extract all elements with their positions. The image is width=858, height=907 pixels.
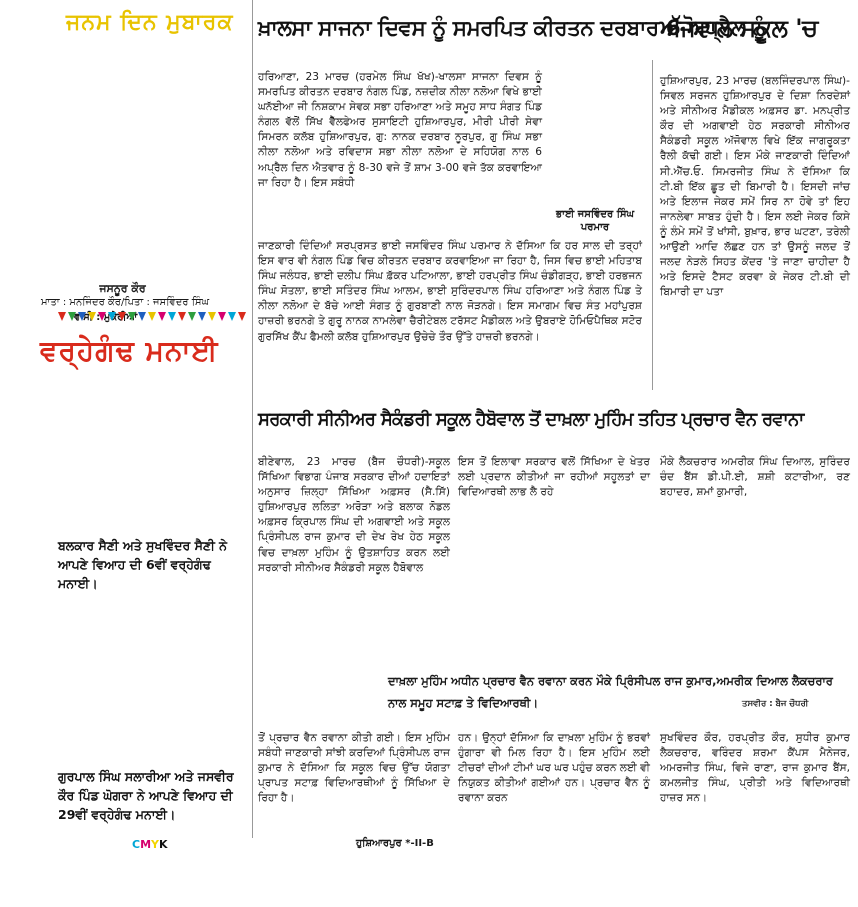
anniversary-notice-2: ਗੁਰਪਾਲ ਸਿੰਘ ਸਲਾਰੀਆ ਅਤੇ ਜਸਵੀਰ ਕੌਰ ਪਿੰਡ ਘੋ… <box>58 769 234 822</box>
triangle-mark <box>148 312 156 321</box>
story3-col1-bottom-text: ਤੋਂ ਪ੍ਰਚਾਰ ਵੈਨ ਰਵਾਨਾ ਕੀਤੀ ਗਈ। ਇਸ ਮੁਹਿੰਮ … <box>258 732 450 805</box>
triangle-mark <box>88 312 96 321</box>
triangle-mark <box>238 312 246 321</box>
triangle-mark <box>158 312 166 321</box>
birthday-title: ਜਨਮ ਦਿਨ ਮੁਬਾਰਕ <box>66 10 234 35</box>
birthday-place: ਵਾਸੀ : ਮੁਕੇਰੀਆਂ <box>74 312 138 323</box>
birthday-parents: ਮਾਤਾ : ਮਨਜਿੰਦਰ ਕੌਰ/ਪਿਤਾ : ਜਸਵਿੰਦਰ ਸਿੰਘ <box>40 297 210 308</box>
story3-photo-credit: ਤਸਵੀਰ : ਬੈਜ ਚੌਧਰੀ <box>742 699 809 709</box>
triangle-mark <box>118 312 126 321</box>
story1-body-bottom: ਜਾਣਕਾਰੀ ਦਿੰਦਿਆਂ ਸਰਪ੍ਰਸਤ ਭਾਈ ਜਸਵਿੰਦਰ ਸਿੰਘ… <box>258 239 642 345</box>
story3-caption-text: ਦਾਖ਼ਲਾ ਮੁਹਿੰਮ ਅਧੀਨ ਪ੍ਰਚਾਰ ਵੈਨ ਰਵਾਨਾ ਕਰਨ … <box>388 674 833 710</box>
story1-paragraph-top: ਹਰਿਆਣਾ, 23 ਮਾਰਚ (ਹਰਮੇਲ ਸਿੰਘ ਖੱਖ)-ਖਾਲਸਾ ਸ… <box>258 71 542 189</box>
triangle-mark <box>188 312 196 321</box>
story1-headline: ਖ਼ਾਲਸਾ ਸਾਜਨਾ ਦਿਵਸ ਨੂੰ ਸਮਰਪਿਤ ਕੀਰਤਨ ਦਰਬਾਰ… <box>258 16 766 41</box>
story3-col2-top-text: ਇਸ ਤੋਂ ਇਲਾਵਾ ਸਰਕਾਰ ਵਲੋਂ ਸਿੱਖਿਆ ਦੇ ਖੇਤਰ ਲ… <box>458 456 650 499</box>
story3-col2-top: ਇਸ ਤੋਂ ਇਲਾਵਾ ਸਰਕਾਰ ਵਲੋਂ ਸਿੱਖਿਆ ਦੇ ਖੇਤਰ ਲ… <box>458 455 650 500</box>
triangle-border-decoration <box>58 312 246 321</box>
triangle-mark <box>168 312 176 321</box>
cmyk-marks: CMYK <box>132 838 168 851</box>
anniversary-title: ਵਰ੍ਹੇਗੰਢ ਮਨਾਈ <box>40 334 219 367</box>
story3-col3-top: ਮੌਕੇ ਲੈਕਚਰਾਰ ਅਮਰੀਕ ਸਿੰਘ ਦਿਆਲ, ਸੁਰਿੰਦਰ ਚੰ… <box>660 455 850 500</box>
triangle-mark <box>228 312 236 321</box>
triangle-mark <box>208 312 216 321</box>
cmyk-y: Y <box>151 838 159 851</box>
story2-body: ਹੁਸ਼ਿਆਰਪੁਰ, 23 ਮਾਰਚ (ਬਲਜਿੰਦਰਪਾਲ ਸਿੰਘ)-ਸਿ… <box>660 74 850 300</box>
story3-col1-bottom: ਤੋਂ ਪ੍ਰਚਾਰ ਵੈਨ ਰਵਾਨਾ ਕੀਤੀ ਗਈ। ਇਸ ਮੁਹਿੰਮ … <box>258 731 450 806</box>
cmyk-m: M <box>140 838 152 851</box>
triangle-mark <box>198 312 206 321</box>
story3-col3-top-text: ਮੌਕੇ ਲੈਕਚਰਾਰ ਅਮਰੀਕ ਸਿੰਘ ਦਿਆਲ, ਸੁਰਿੰਦਰ ਚੰ… <box>660 456 850 499</box>
story3-photo-caption: ਦਾਖ਼ਲਾ ਮੁਹਿੰਮ ਅਧੀਨ ਪ੍ਰਚਾਰ ਵੈਨ ਰਵਾਨਾ ਕਰਨ … <box>388 670 850 714</box>
triangle-mark <box>178 312 186 321</box>
story2-headline: ਅੱਜੋਵਾਲ ਸਕੂਲ 'ਚ <box>660 14 818 42</box>
column-divider <box>252 0 253 838</box>
triangle-mark <box>138 312 146 321</box>
story3-headline: ਸਰਕਾਰੀ ਸੀਨੀਅਰ ਸੈਕੰਡਰੀ ਸਕੂਲ ਹੈਬੋਵਾਲ ਤੋਂ ਦ… <box>258 409 804 430</box>
triangle-mark <box>98 312 106 321</box>
cmyk-k: K <box>159 838 168 851</box>
story3-col2-bottom-text: ਹਨ। ਉਨ੍ਹਾਂ ਦੱਸਿਆ ਕਿ ਦਾਖ਼ਲਾ ਮੁਹਿੰਮ ਨੂੰ ਭਰ… <box>458 732 650 805</box>
story3-col2-bottom: ਹਨ। ਉਨ੍ਹਾਂ ਦੱਸਿਆ ਕਿ ਦਾਖ਼ਲਾ ਮੁਹਿੰਮ ਨੂੰ ਭਰ… <box>458 731 650 806</box>
story3-col3-bottom: ਸੁਖਵਿੰਦਰ ਕੌਰ, ਹਰਪ੍ਰੀਤ ਕੌਰ, ਸੁਧੀਰ ਕੁਮਾਰ ਲ… <box>660 731 850 806</box>
anniversary-notice-1: ਬਲਕਾਰ ਸੈਣੀ ਅਤੇ ਸੁਖਵਿੰਦਰ ਸੈਣੀ ਨੇ ਆਪਣੇ ਵਿਆ… <box>58 538 227 591</box>
triangle-mark <box>218 312 226 321</box>
story1-body-top: ਹਰਿਆਣਾ, 23 ਮਾਰਚ (ਹਰਮੇਲ ਸਿੰਘ ਖੱਖ)-ਖਾਲਸਾ ਸ… <box>258 70 542 191</box>
story2-paragraph: ਹੁਸ਼ਿਆਰਪੁਰ, 23 ਮਾਰਚ (ਬਲਜਿੰਦਰਪਾਲ ਸਿੰਘ)-ਸਿ… <box>660 75 850 299</box>
story3-col1-text: ਬੀਣੇਵਾਲ, 23 ਮਾਰਚ (ਬੈਜ ਚੌਧਰੀ)-ਸਕੂਲ ਸਿੱਖਿਆ… <box>258 456 450 574</box>
story1-paragraph-bottom: ਜਾਣਕਾਰੀ ਦਿੰਦਿਆਂ ਸਰਪ੍ਰਸਤ ਭਾਈ ਜਸਵਿੰਦਰ ਸਿੰਘ… <box>258 240 642 343</box>
triangle-mark <box>108 312 116 321</box>
birthday-name: ਜਸਨੂਰ ਕੌਰ <box>99 282 146 295</box>
triangle-mark <box>68 312 76 321</box>
story1-photo-caption: ਭਾਈ ਜਸਵਿੰਦਰ ਸਿੰਘ ਪਰਮਾਰ <box>555 209 635 233</box>
story-divider <box>652 60 653 390</box>
triangle-mark <box>78 312 86 321</box>
triangle-mark <box>58 312 66 321</box>
story3-col1: ਬੀਣੇਵਾਲ, 23 ਮਾਰਚ (ਬੈਜ ਚੌਧਰੀ)-ਸਕੂਲ ਸਿੱਖਿਆ… <box>258 455 450 576</box>
cmyk-c: C <box>132 838 141 851</box>
triangle-mark <box>128 312 136 321</box>
page-footer: ਹੁਸ਼ਿਆਰਪੁਰ *-II-B <box>356 838 434 849</box>
story3-col3-bottom-text: ਸੁਖਵਿੰਦਰ ਕੌਰ, ਹਰਪ੍ਰੀਤ ਕੌਰ, ਸੁਧੀਰ ਕੁਮਾਰ ਲ… <box>660 732 850 805</box>
